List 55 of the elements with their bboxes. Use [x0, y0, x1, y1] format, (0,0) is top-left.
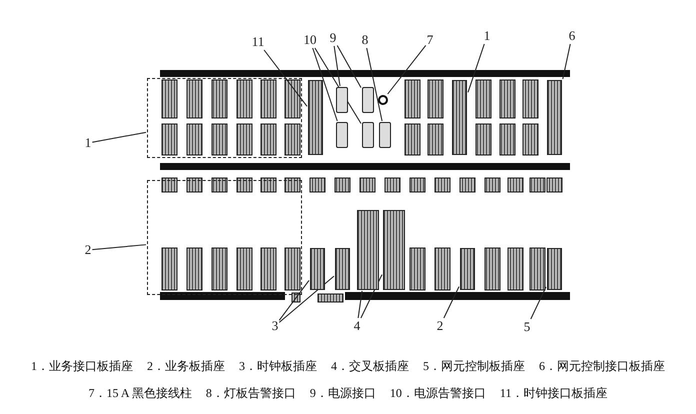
callout-number: 4 — [354, 319, 360, 333]
callout-number: 2 — [436, 319, 444, 333]
callout-number: 11 — [252, 35, 264, 49]
leader-line — [312, 48, 338, 122]
callout-number: 5 — [524, 320, 530, 334]
legend-note: 2．业务板插座 — [147, 358, 225, 375]
legend-note: 8．灯板告警接口 — [206, 385, 296, 402]
legend-note: 9．电源接口 — [310, 385, 376, 402]
connector-module — [336, 87, 348, 113]
leader-line — [358, 290, 363, 318]
legend-note: 5．网元控制板插座 — [423, 358, 525, 375]
callout-number: 6 — [568, 29, 576, 43]
card-slot — [335, 248, 350, 290]
callout-number: 10 — [304, 33, 316, 47]
card-slot — [310, 248, 325, 290]
legend-note: 11．时钟接口板插座 — [500, 385, 608, 402]
connector-module — [362, 87, 374, 113]
connector-module — [362, 122, 374, 148]
connector-module — [379, 122, 391, 148]
clock-interface-slot — [308, 80, 323, 155]
leader-line — [334, 46, 340, 86]
card-slot — [460, 248, 475, 290]
leader-line — [366, 48, 383, 122]
callout-number: 1 — [484, 29, 490, 43]
leader-line — [336, 45, 362, 88]
leader-line — [443, 286, 460, 318]
connector-module — [336, 122, 348, 148]
legend-note: 1．业务接口板插座 — [31, 358, 133, 375]
dashed-slot-group — [147, 78, 302, 158]
cross-card-slot — [383, 210, 405, 290]
terminal-post — [378, 95, 388, 105]
leader-line — [468, 44, 485, 93]
callout-number: 7 — [426, 33, 434, 47]
leader-line — [562, 44, 571, 80]
legend-note: 10．电源告警接口 — [390, 385, 486, 402]
leader-line — [92, 132, 146, 143]
callout-number: 8 — [362, 33, 368, 47]
callout-number: 1 — [84, 136, 92, 150]
callout-number: 3 — [272, 319, 278, 333]
legend-note: 7．15 A 黑色接线柱 — [88, 385, 192, 402]
legend-note: 6．网元控制接口板插座 — [539, 358, 665, 375]
leader-line — [92, 244, 146, 250]
card-slot — [547, 248, 562, 290]
leader-line — [387, 44, 426, 94]
leader-line — [530, 286, 546, 320]
cross-card-slot — [357, 210, 379, 290]
dashed-slot-group — [147, 180, 302, 295]
leader-line — [264, 50, 308, 107]
card-slot — [547, 80, 562, 155]
leader-line — [278, 280, 310, 321]
callout-number: 9 — [330, 31, 336, 45]
card-slot — [452, 80, 467, 155]
callout-number: 2 — [84, 243, 92, 257]
legend-note: 4．交叉板插座 — [331, 358, 409, 375]
legend-note: 3．时钟板插座 — [239, 358, 317, 375]
